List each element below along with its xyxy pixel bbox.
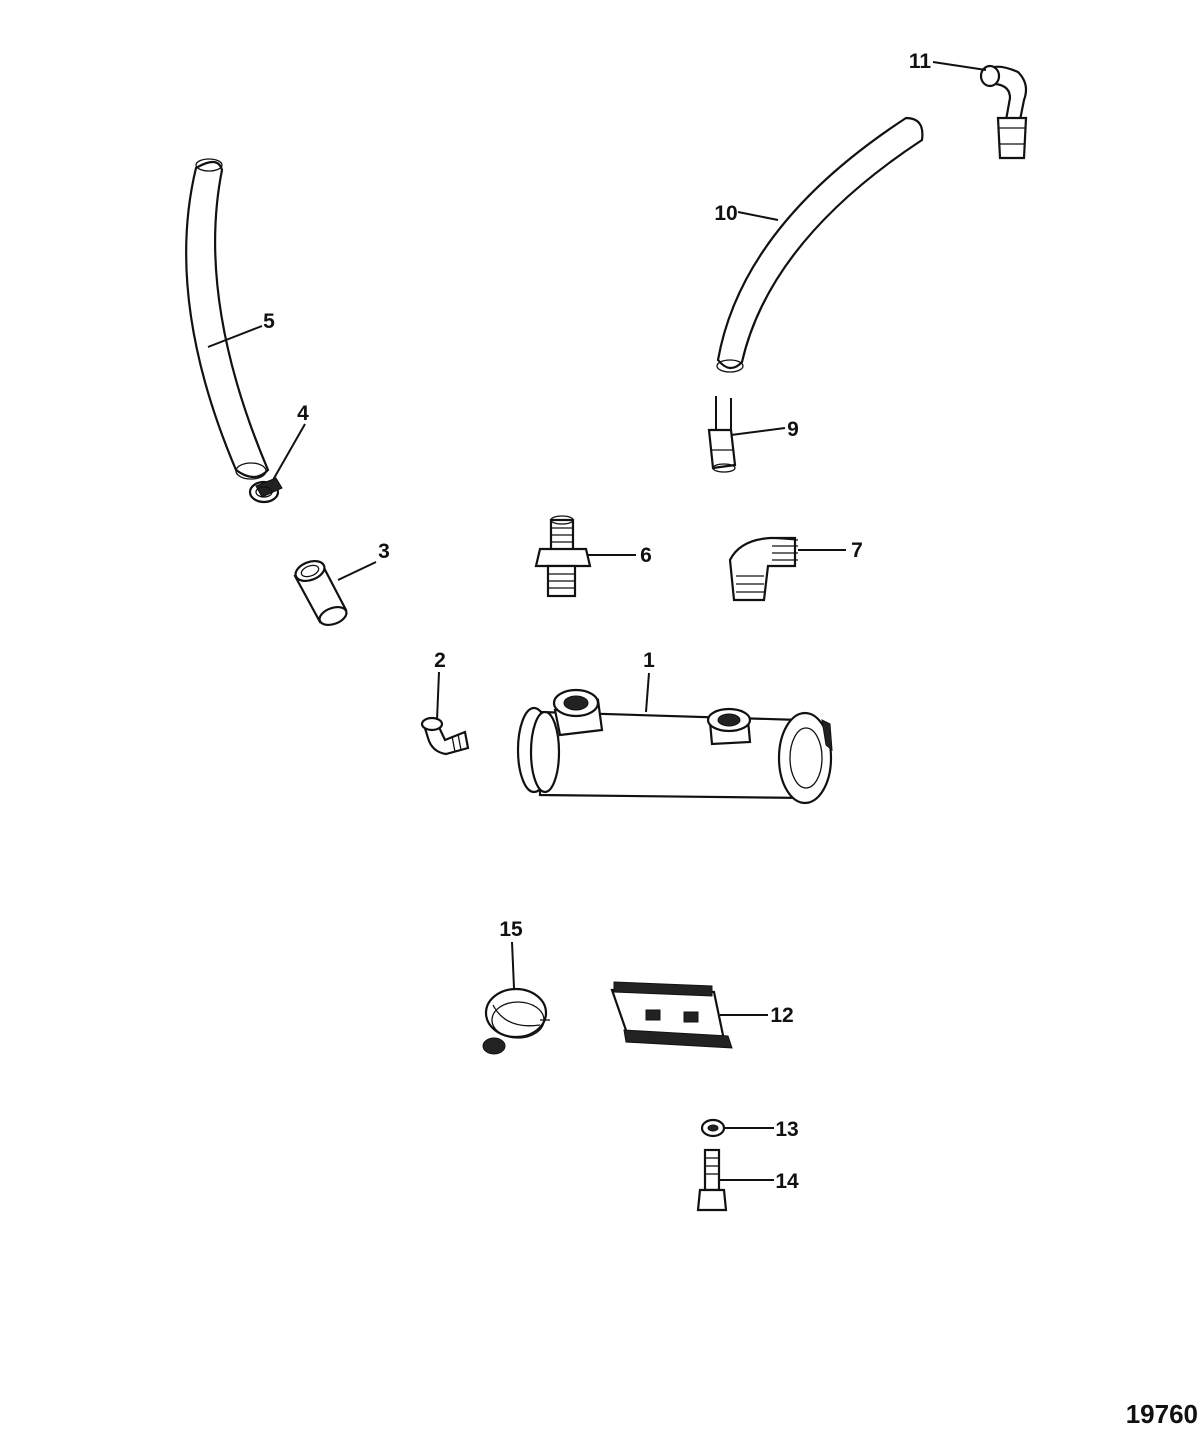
callout-4: 4 (297, 402, 309, 425)
callout-3: 3 (378, 540, 390, 563)
part-10-hose (716, 116, 924, 373)
part-2-elbow (420, 716, 470, 756)
callout-9: 9 (787, 418, 799, 441)
callout-13: 13 (775, 1118, 798, 1141)
callout-6: 6 (640, 544, 652, 567)
part-3-coupling (293, 560, 348, 627)
callout-1: 1 (643, 649, 655, 672)
callout-14: 14 (775, 1170, 799, 1193)
part-9-hose-fitting (707, 396, 737, 473)
part-11-tube-nut (979, 64, 1028, 160)
part-6-fitting (534, 515, 592, 598)
callout-2: 2 (434, 649, 446, 672)
callout-5: 5 (263, 310, 275, 333)
part-13-nut (700, 1118, 726, 1138)
part-5-hose (185, 158, 270, 480)
part-15-hose-clamp (482, 987, 550, 1055)
callout-12: 12 (770, 1004, 793, 1027)
part-12-bracket (610, 981, 733, 1049)
callout-11: 11 (909, 50, 932, 73)
part-14-bolt (696, 1148, 728, 1212)
callout-15: 15 (499, 918, 523, 941)
part-1-cooler (516, 688, 833, 805)
callout-10: 10 (714, 202, 737, 225)
figure-number: 19760 (1126, 1399, 1198, 1429)
leader-lines (207, 61, 987, 1181)
part-4-clamp (248, 477, 283, 504)
part-7-elbow-fitting (728, 536, 799, 602)
callout-7: 7 (851, 539, 863, 562)
